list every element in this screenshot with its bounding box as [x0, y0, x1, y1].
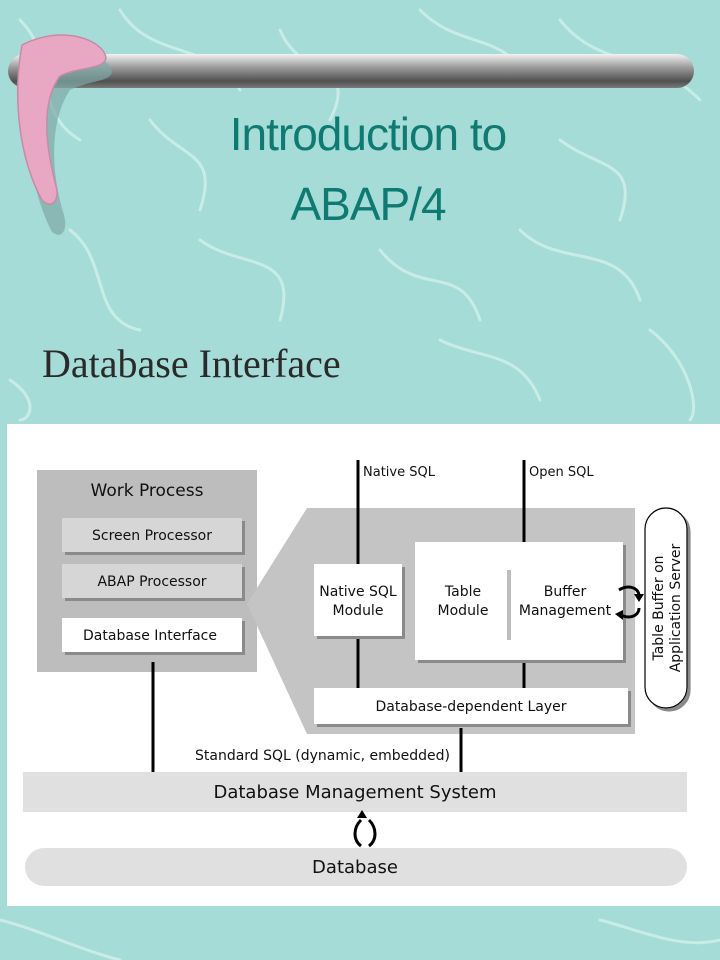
database-interface-box: Database Interface	[62, 618, 242, 652]
table-module-label-1: Table	[444, 584, 481, 600]
table-buffer-box: Table Buffer on Application Server	[644, 507, 688, 709]
database-dependent-layer-box: Database-dependent Layer	[314, 688, 628, 724]
title-bar-pipe	[8, 54, 694, 88]
work-process-title: Work Process	[91, 481, 204, 501]
database-interface-label: Database Interface	[83, 628, 217, 644]
database-dependent-layer-label: Database-dependent Layer	[375, 699, 566, 715]
database-label: Database	[312, 857, 398, 878]
screen-processor-label: Screen Processor	[92, 528, 212, 544]
native-sql-module-box: Native SQL Module	[314, 564, 402, 636]
table-buffer-label-1: Table Buffer on	[651, 555, 667, 661]
abap-processor-label: ABAP Processor	[97, 574, 206, 590]
database-box: Database	[25, 848, 687, 886]
buffer-management-box: Buffer Management	[519, 584, 612, 619]
boomerang-logo	[17, 34, 107, 205]
title-decoration	[8, 34, 694, 235]
table-module-box: Table Module	[415, 570, 511, 640]
screen-processor-box: Screen Processor	[62, 518, 242, 552]
native-sql-module-label-2: Module	[333, 603, 384, 619]
dbms-label: Database Management System	[213, 782, 496, 803]
diagram-panel: Work Process Screen Processor ABAP Proce…	[7, 424, 720, 906]
slide-subtitle: Database Interface	[42, 341, 341, 386]
slide-title-line-1: Introduction to	[229, 108, 508, 160]
native-sql-module-label-1: Native SQL	[319, 584, 397, 600]
open-sql-label: Open SQL	[529, 465, 594, 480]
abap-processor-box: ABAP Processor	[62, 564, 242, 598]
slide-title-line-2: ABAP/4	[290, 178, 446, 230]
table-module-label-2: Module	[438, 603, 489, 619]
dbms-box: Database Management System	[23, 772, 687, 812]
standard-sql-label: Standard SQL (dynamic, embedded)	[195, 748, 450, 764]
native-sql-label: Native SQL	[363, 465, 436, 480]
table-buffer-label-2: Application Server	[668, 543, 684, 672]
buffer-management-label-1: Buffer	[544, 584, 587, 600]
buffer-sync-arrow-icon	[615, 585, 644, 620]
buffer-management-label-2: Management	[519, 603, 612, 619]
